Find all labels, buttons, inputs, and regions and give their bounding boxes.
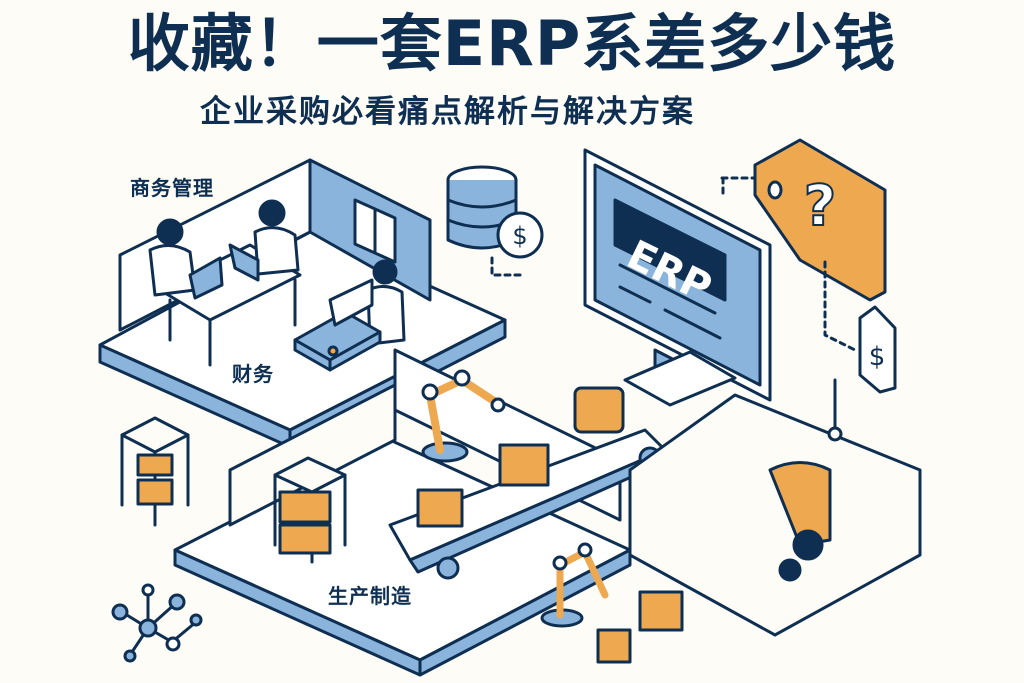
- robot-arm-upper: [421, 369, 506, 463]
- page-title: 收藏！一套ERP系差多少钱: [127, 7, 897, 80]
- erp-monitor: [583, 148, 772, 407]
- meeting-desk: [148, 199, 302, 367]
- price-tag-question-icon: [720, 138, 887, 352]
- dollar-sign-icon: $: [869, 342, 886, 372]
- network-icon: [111, 583, 203, 663]
- zone-label-finance: 财务: [232, 362, 274, 386]
- robot-arm-lower: [540, 542, 609, 628]
- middle-shelf: [273, 456, 347, 564]
- zone-label-business: 商务管理: [130, 176, 214, 200]
- left-shelf: [120, 416, 190, 527]
- finance-calculator: [293, 259, 406, 372]
- price-tag-dollar-icon: [858, 305, 897, 394]
- zone-label-manufacturing: 生产制造: [328, 584, 412, 608]
- warehouse-platform: [628, 378, 922, 637]
- page-subtitle: 企业采购必看痛点解析与解决方案: [200, 94, 695, 130]
- database-icon: [446, 165, 544, 277]
- question-mark-icon: ?: [804, 174, 836, 239]
- coin-dollar-icon: $: [512, 222, 527, 250]
